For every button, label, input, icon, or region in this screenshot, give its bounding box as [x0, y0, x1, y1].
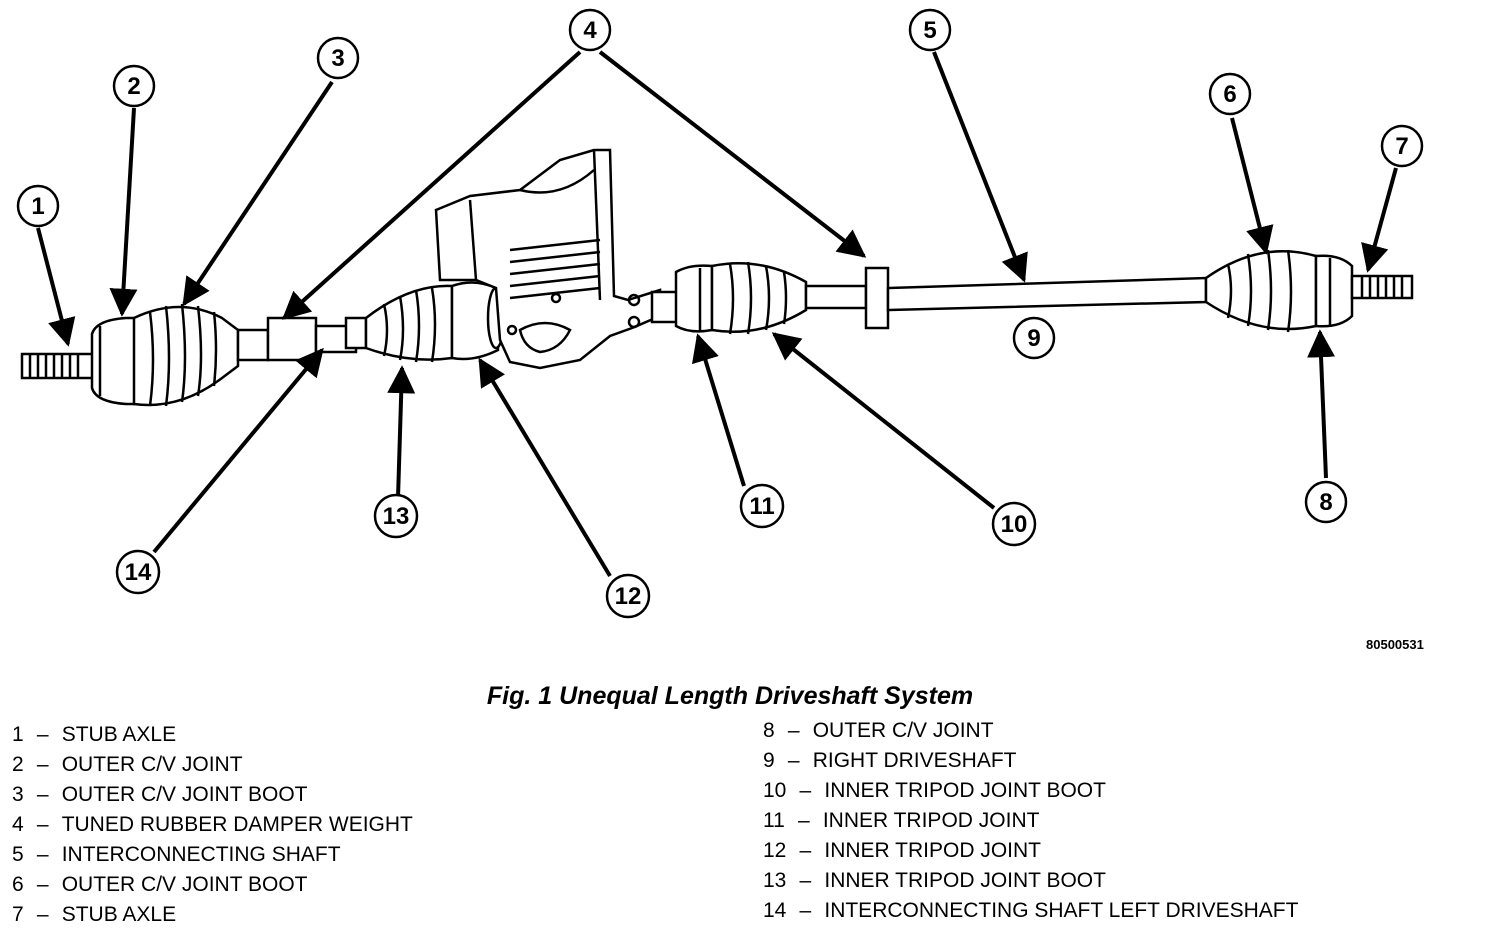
- svg-text:12: 12: [615, 583, 642, 610]
- right-inner-tripod-boot: [710, 261, 808, 335]
- svg-text:13: 13: [383, 503, 410, 530]
- right-damper-weight: [804, 266, 890, 330]
- legend-left: 1–STUB AXLE 2–OUTER C/V JOINT 3–OUTER C/…: [12, 720, 413, 930]
- callout-3: 3: [316, 36, 360, 80]
- right-stub-axle: [1350, 274, 1414, 300]
- callout-11: 11: [739, 483, 785, 529]
- driveshaft-diagram: 1 2 3 4 5 6 7 8 9 10 11 12: [16, 8, 1424, 619]
- legend-item: 6–OUTER C/V JOINT BOOT: [12, 873, 308, 896]
- right-inner-tripod-joint: [674, 264, 714, 333]
- legend-item: 13–INNER TRIPOD JOINT BOOT: [763, 869, 1106, 892]
- legend-item: 1–STUB AXLE: [12, 723, 177, 746]
- legend-item: 11–INNER TRIPOD JOINT: [763, 809, 1040, 832]
- right-outer-cv-boot: [1204, 249, 1318, 333]
- svg-text:5: 5: [923, 17, 936, 44]
- svg-text:8: 8: [1319, 489, 1332, 516]
- right-driveshaft: [886, 276, 1208, 312]
- svg-text:10: 10: [1001, 511, 1028, 538]
- svg-text:3: 3: [331, 45, 344, 72]
- left-inner-tripod-boot: [364, 284, 454, 363]
- svg-text:6: 6: [1223, 81, 1236, 108]
- legend-item: 2–OUTER C/V JOINT: [12, 753, 243, 776]
- right-outer-cv-joint: [1314, 254, 1354, 328]
- svg-text:2: 2: [127, 73, 140, 100]
- legend-item: 12–INNER TRIPOD JOINT: [763, 839, 1041, 862]
- figure-code: 80500531: [1366, 637, 1424, 652]
- callout-14: 14: [115, 549, 161, 595]
- callout-6: 6: [1208, 72, 1252, 116]
- left-interconnecting-shaft: [236, 316, 368, 362]
- svg-text:4: 4: [583, 17, 597, 44]
- legend-item: 10–INNER TRIPOD JOINT BOOT: [763, 779, 1106, 802]
- svg-text:1: 1: [31, 193, 44, 220]
- callout-7: 7: [1380, 124, 1424, 168]
- callout-10: 10: [991, 501, 1037, 547]
- callout-1: 1: [16, 184, 60, 228]
- callout-5: 5: [908, 8, 952, 52]
- callout-9: 9: [1012, 316, 1056, 360]
- transaxle-housing: [434, 148, 662, 370]
- callout-2: 2: [112, 64, 156, 108]
- legend-right: 8–OUTER C/V JOINT 9–RIGHT DRIVESHAFT 10–…: [763, 716, 1298, 926]
- legend-item: 3–OUTER C/V JOINT BOOT: [12, 783, 308, 806]
- legend-item: 8–OUTER C/V JOINT: [763, 719, 994, 742]
- left-outer-cv-boot: [132, 303, 240, 407]
- left-stub-axle: [20, 352, 100, 380]
- legend-item: 7–STUB AXLE: [12, 903, 177, 926]
- svg-text:7: 7: [1395, 133, 1408, 160]
- legend-item: 4–TUNED RUBBER DAMPER WEIGHT: [12, 813, 413, 836]
- leader-arrows: [36, 50, 1398, 578]
- callout-13: 13: [373, 493, 419, 539]
- left-outer-cv-joint: [90, 316, 138, 406]
- legend-item: 9–RIGHT DRIVESHAFT: [763, 749, 1017, 772]
- callout-4: 4: [568, 8, 612, 52]
- svg-text:11: 11: [749, 493, 774, 520]
- callout-8: 8: [1304, 480, 1348, 524]
- figure-title: Fig. 1 Unequal Length Driveshaft System: [486, 682, 974, 710]
- legend-item: 14–INTERCONNECTING SHAFT LEFT DRIVESHAFT: [763, 899, 1299, 922]
- svg-text:14: 14: [125, 559, 152, 586]
- callout-12: 12: [605, 573, 651, 619]
- legend-item: 5–INTERCONNECTING SHAFT: [12, 843, 341, 866]
- svg-text:9: 9: [1027, 325, 1040, 352]
